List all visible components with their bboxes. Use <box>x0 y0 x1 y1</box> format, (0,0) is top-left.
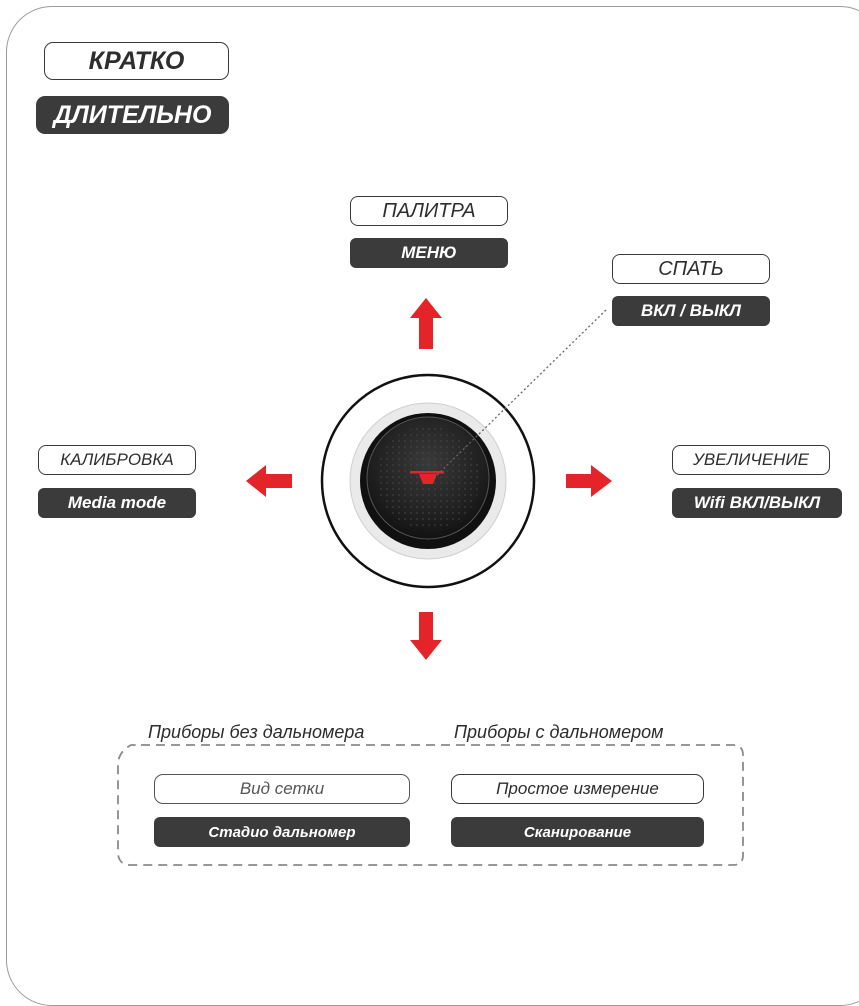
left-short-label: КАЛИБРОВКА <box>38 445 196 475</box>
up-long-label: МЕНЮ <box>350 238 508 268</box>
joystick-button-icon <box>320 373 536 589</box>
joystick-diagram <box>117 298 744 866</box>
right-long-label: Wifi ВКЛ/ВЫКЛ <box>672 488 842 518</box>
simple-measurement-label: Простое измерение <box>451 774 704 804</box>
center-short-label: СПАТЬ <box>612 254 770 284</box>
with-rangefinder-caption: Приборы с дальномером <box>454 722 664 742</box>
legend-long-press: ДЛИТЕЛЬНО <box>36 96 229 134</box>
right-short-label: УВЕЛИЧЕНИЕ <box>672 445 830 475</box>
center-long-label: ВКЛ / ВЫКЛ <box>612 296 770 326</box>
left-long-label: Media mode <box>38 488 196 518</box>
legend-short-press: КРАТКО <box>44 42 229 80</box>
arrow-left-icon <box>246 465 292 497</box>
grid-view-label: Вид сетки <box>154 774 410 804</box>
stadia-rangefinder-label: Стадио дальномер <box>154 817 410 847</box>
arrow-down-icon <box>410 612 442 660</box>
arrow-up-icon <box>410 298 442 349</box>
scanning-label: Сканирование <box>451 817 704 847</box>
up-short-label: ПАЛИТРА <box>350 196 508 226</box>
without-rangefinder-caption: Приборы без дальномера <box>148 722 365 742</box>
device-group-box <box>117 744 744 866</box>
arrow-right-icon <box>566 465 612 497</box>
